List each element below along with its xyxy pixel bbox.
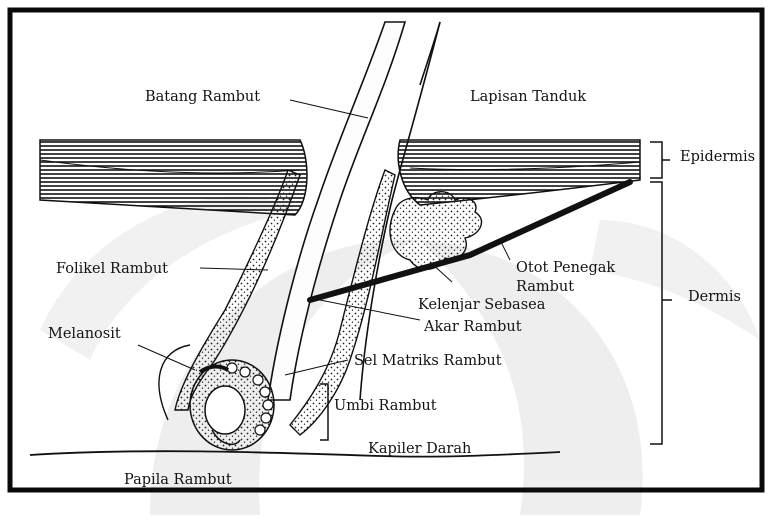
label-dermis: Dermis xyxy=(688,289,741,305)
label-batang-rambut: Batang Rambut xyxy=(145,89,260,105)
label-otot-penegak-line2: Rambut xyxy=(516,279,574,295)
hair-bulb xyxy=(190,360,274,450)
label-epidermis: Epidermis xyxy=(680,149,755,165)
label-otot-penegak-line1: Otot Penegak xyxy=(516,260,615,276)
label-akar-rambut: Akar Rambut xyxy=(423,319,522,335)
label-umbi-rambut: Umbi Rambut xyxy=(334,398,437,414)
label-melanosit: Melanosit xyxy=(48,326,121,342)
label-folikel-rambut: Folikel Rambut xyxy=(56,261,168,277)
label-papila-rambut: Papila Rambut xyxy=(124,472,232,488)
label-kelenjar-sebasea: Kelenjar Sebasea xyxy=(418,297,546,313)
capillary-line xyxy=(30,451,560,456)
label-sel-matriks-rambut: Sel Matriks Rambut xyxy=(354,353,502,369)
label-lapisan-tanduk: Lapisan Tanduk xyxy=(470,89,586,105)
label-kapiler-darah: Kapiler Darah xyxy=(368,441,471,457)
